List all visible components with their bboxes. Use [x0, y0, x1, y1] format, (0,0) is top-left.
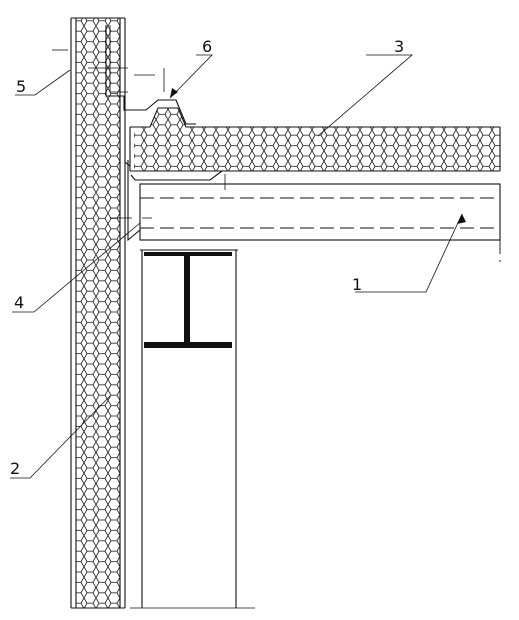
ridge-flashing — [105, 25, 196, 125]
roof-purlin — [139, 183, 501, 262]
callout-3: 3 — [394, 37, 404, 56]
callout-2: 2 — [10, 459, 20, 478]
leader-lines — [10, 54, 466, 479]
callout-6: 6 — [202, 37, 212, 56]
callout-1: 1 — [352, 275, 362, 294]
roof-sandwich-panel — [129, 107, 501, 172]
wall-sandwich-panel — [70, 17, 126, 609]
steel-column — [130, 249, 255, 609]
callout-5: 5 — [16, 77, 26, 96]
eave-flashing — [124, 160, 223, 242]
center-marks — [52, 49, 226, 219]
callout-4: 4 — [14, 293, 24, 312]
